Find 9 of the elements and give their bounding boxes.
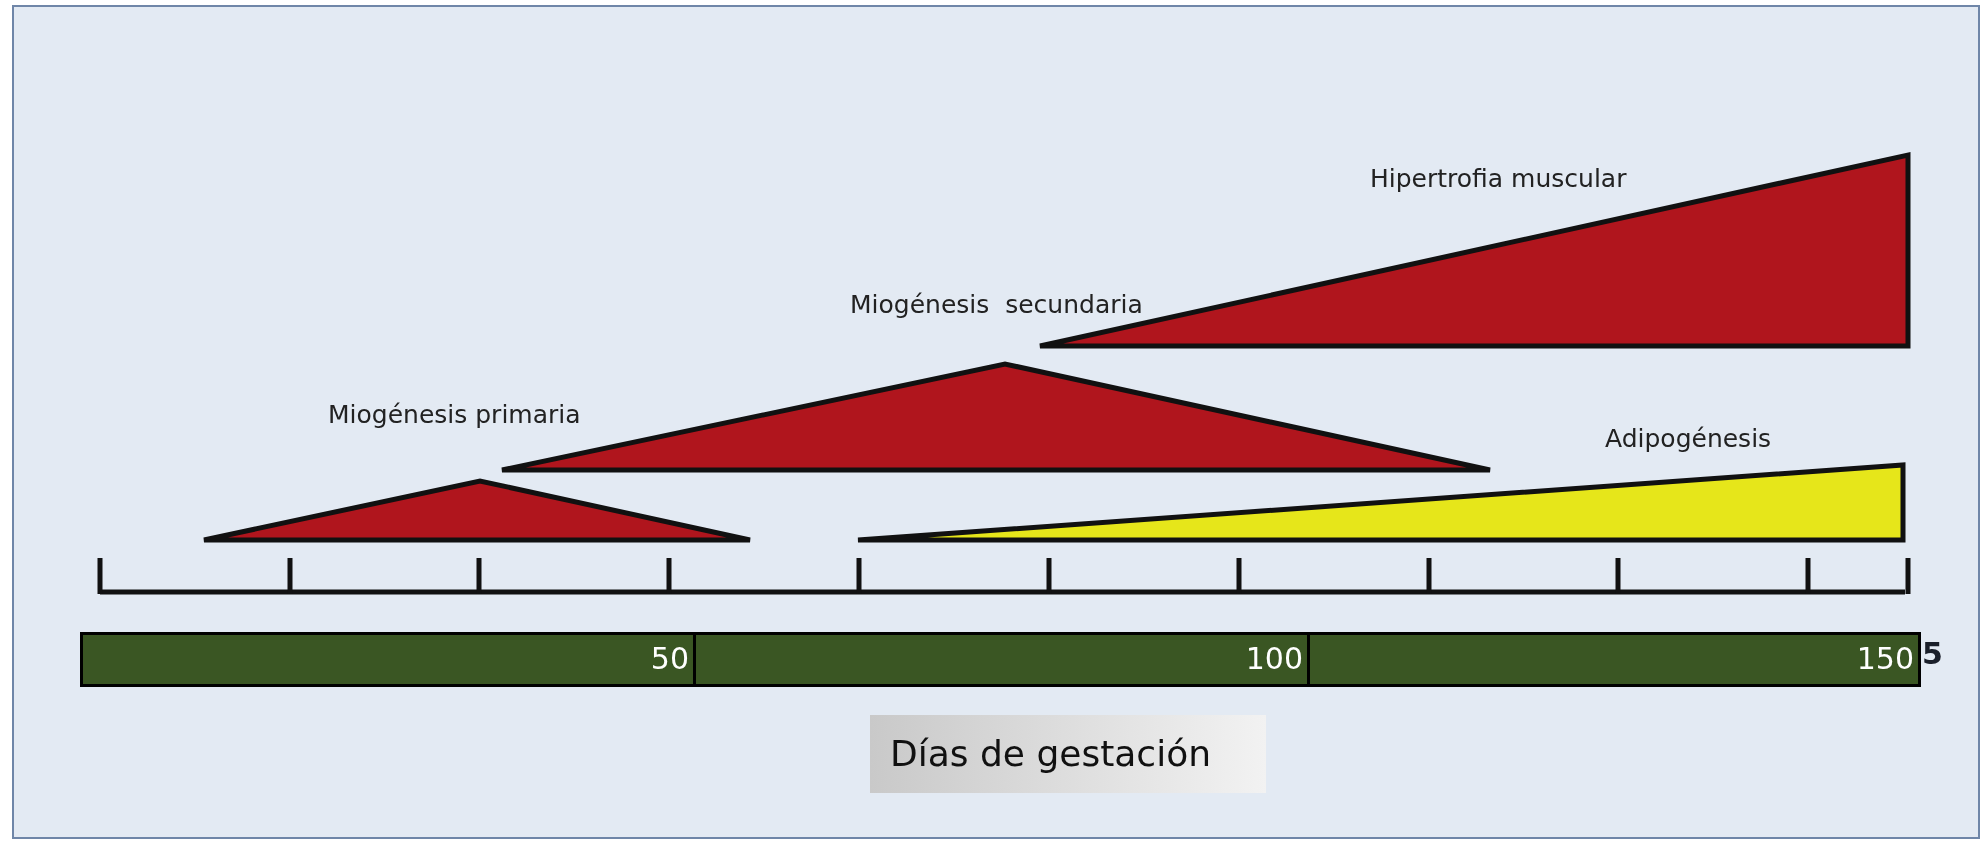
day-bar-segment: 50 (80, 632, 696, 687)
day-bar-segment: 150 (1307, 632, 1921, 687)
clipped-number: 5 (1922, 636, 1943, 671)
day-bar-segment: 100 (693, 632, 1310, 687)
stage-label: Hipertrofia muscular (1370, 164, 1627, 193)
stage-label: Miogénesis secundaria (850, 290, 1143, 319)
axis-title-box: Días de gestación (870, 715, 1266, 793)
stage-label: Adipogénesis (1605, 424, 1772, 453)
stage-label: Miogénesis primaria (328, 400, 581, 429)
